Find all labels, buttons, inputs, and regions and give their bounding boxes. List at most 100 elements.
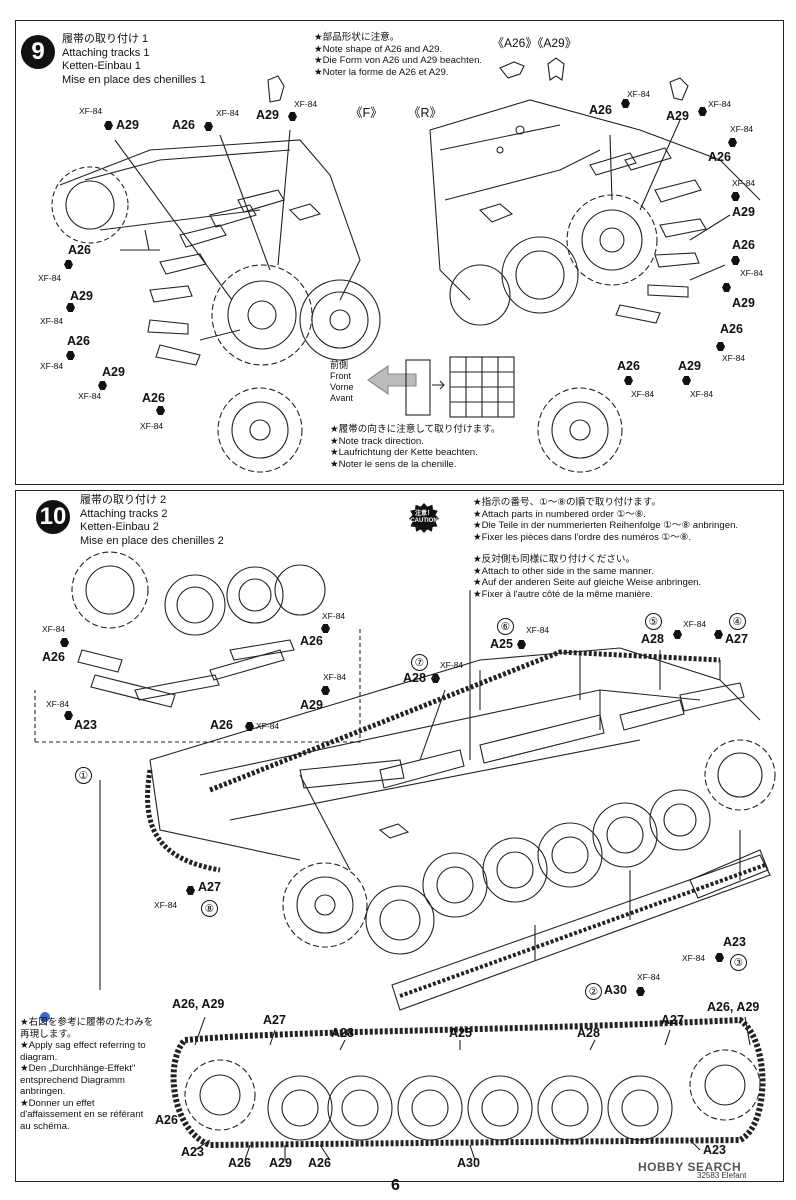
part-label-a26: A26 bbox=[308, 1156, 331, 1170]
paint-hex-icon bbox=[104, 121, 113, 130]
note-line: ★Auf der anderen Seite auf gleiche Weise… bbox=[473, 577, 702, 588]
note-line: ★Die Teile in der nummerierten Reihenfol… bbox=[473, 520, 739, 531]
paint-label: XF-84 bbox=[42, 624, 66, 634]
paint-label: XF-84 bbox=[730, 124, 754, 134]
direction-label: 前側 bbox=[330, 360, 349, 370]
part-label-a29: A29 bbox=[102, 365, 125, 379]
footer-code: 32583 Elefant bbox=[697, 1171, 747, 1180]
part-label-a26: A26 bbox=[68, 243, 91, 257]
note-line: ★Note track direction. bbox=[330, 435, 424, 447]
view-rear-label: 《R》 bbox=[408, 106, 443, 120]
paint-label: XF-84 bbox=[78, 391, 102, 401]
step-9-number: 9 bbox=[21, 35, 55, 69]
part-label-a29: A29 bbox=[70, 289, 93, 303]
note-line: ★Note shape of A26 and A29. bbox=[314, 43, 443, 55]
step-10-titles: 履帯の取り付け 2 Attaching tracks 2 Ketten-Einb… bbox=[80, 494, 224, 548]
paint-label: XF-84 bbox=[708, 99, 732, 109]
paint-label: XF-84 bbox=[140, 421, 164, 431]
note-line: ★Fixer à l'autre côté de la même manière… bbox=[473, 588, 653, 600]
step-9-shape-note: ★部品形状に注意。 ★Note shape of A26 and A29. ★D… bbox=[314, 32, 482, 78]
paint-label: XF-84 bbox=[216, 108, 240, 118]
paint-hex-icon bbox=[156, 406, 165, 415]
order-mark-5: ⑤ bbox=[645, 613, 662, 630]
part-label-a29: A29 bbox=[678, 359, 701, 373]
paint-label: XF-84 bbox=[40, 316, 64, 326]
part-label-a26: A26 bbox=[67, 334, 90, 348]
part-label-a29: A29 bbox=[116, 118, 139, 132]
step-9-panel bbox=[15, 20, 784, 485]
part-label-a26: A26 bbox=[589, 103, 612, 117]
paint-hex-icon bbox=[288, 112, 297, 121]
note-line: ★Attach to other side in the same manner… bbox=[473, 565, 654, 577]
part-label-a29: A29 bbox=[666, 109, 689, 123]
paint-label: XF-84 bbox=[631, 389, 655, 399]
part-label-a26: A26 bbox=[42, 650, 65, 664]
part-label-a28: A28 bbox=[641, 632, 664, 646]
paint-hex-icon bbox=[682, 376, 691, 385]
note-line: ★Die Form von A26 und A29 beachten. bbox=[314, 55, 483, 66]
paint-label: XF-84 bbox=[79, 106, 103, 116]
paint-hex-icon bbox=[186, 886, 195, 895]
part-label-a26: A26 bbox=[300, 634, 323, 648]
paint-hex-icon bbox=[673, 630, 682, 639]
paint-label: XF-84 bbox=[637, 972, 661, 982]
step-10-title-jp: 履帯の取り付け 2 bbox=[80, 494, 167, 506]
paint-label: XF-84 bbox=[323, 672, 347, 682]
note-line: ★Donner un effet d'affaissement en se ré… bbox=[20, 1097, 144, 1132]
sag-effect-note: ★右図を参考に履帯のたわみを再現します。 ★Apply sag effect r… bbox=[20, 1017, 155, 1132]
part-label-a25: A25 bbox=[449, 1026, 472, 1040]
step-9-titles: 履帯の取り付け 1 Attaching tracks 1 Ketten-Einb… bbox=[62, 33, 206, 87]
paint-hex-icon bbox=[624, 376, 633, 385]
paint-label: XF-84 bbox=[256, 721, 280, 731]
step-10-title-en: Attaching tracks 2 bbox=[80, 507, 168, 520]
paint-hex-icon bbox=[66, 351, 75, 360]
order-mark-4: ④ bbox=[729, 613, 746, 630]
paint-label: XF-84 bbox=[627, 89, 651, 99]
note-line: ★Noter le sens de la chenille. bbox=[330, 458, 457, 470]
note-line: ★右図を参考に履帯のたわみを再現します。 bbox=[20, 1017, 154, 1040]
step-10-number: 10 bbox=[36, 500, 70, 534]
note-line: ★反対側も同様に取り付けください。 bbox=[473, 554, 636, 565]
part-label-a27: A27 bbox=[661, 1013, 684, 1027]
paint-label: XF-84 bbox=[732, 178, 756, 188]
step-10-order-note: ★指示の番号、①～⑧の順で取り付けます。 ★Attach parts in nu… bbox=[473, 497, 738, 543]
order-mark-8: ⑧ bbox=[201, 900, 218, 917]
paint-hex-icon bbox=[636, 987, 645, 996]
part-label-a27: A27 bbox=[263, 1013, 286, 1027]
part-label-a26: A26 bbox=[720, 322, 743, 336]
part-label-a23: A23 bbox=[703, 1143, 726, 1157]
order-mark-6: ⑥ bbox=[497, 618, 514, 635]
part-label-a26: A26 bbox=[617, 359, 640, 373]
step-9-title-fr: Mise en place des chenilles 1 bbox=[62, 73, 206, 86]
note-line: ★Fixer les pièces dans l'ordre des numér… bbox=[473, 531, 691, 543]
note-line: ★Den „Durchhänge-Effekt" entsprechend Di… bbox=[20, 1063, 136, 1097]
step-9-title-en: Attaching tracks 1 bbox=[62, 46, 150, 59]
paint-label: XF-84 bbox=[440, 660, 464, 670]
part-label-a29: A29 bbox=[732, 205, 755, 219]
paint-hex-icon bbox=[66, 303, 75, 312]
note-line: ★指示の番号、①～⑧の順で取り付けます。 bbox=[473, 497, 661, 508]
order-mark-3: ③ bbox=[730, 954, 747, 971]
part-label-a30: A30 bbox=[457, 1156, 480, 1170]
step-9-direction-note: ★履帯の向きに注意して取り付けます。 ★Note track direction… bbox=[330, 424, 500, 470]
note-line: ★履帯の向きに注意して取り付けます。 bbox=[330, 424, 501, 435]
step-10-title-fr: Mise en place des chenilles 2 bbox=[80, 534, 224, 547]
note-line: ★Noter la forme de A26 et A29. bbox=[314, 66, 449, 78]
paint-label: XF-84 bbox=[294, 99, 318, 109]
step-10-panel bbox=[15, 490, 784, 1182]
paint-hex-icon bbox=[204, 122, 213, 131]
part-label-a23: A23 bbox=[723, 935, 746, 949]
part-label-a27: A27 bbox=[725, 632, 748, 646]
part-label-a26: A26 bbox=[155, 1113, 178, 1127]
paint-label: XF-84 bbox=[38, 273, 62, 283]
step-9-title-de: Ketten-Einbau 1 bbox=[62, 60, 141, 72]
paint-hex-icon bbox=[716, 342, 725, 351]
part-shape-header: 《A26》《A29》 bbox=[492, 36, 577, 50]
note-line: ★Apply sag effect referring to diagram. bbox=[20, 1040, 146, 1063]
step-9-title-jp: 履帯の取り付け 1 bbox=[62, 33, 149, 45]
part-label-a29: A29 bbox=[300, 698, 323, 712]
direction-label: Front bbox=[330, 371, 352, 381]
paint-hex-icon bbox=[731, 192, 740, 201]
paint-hex-icon bbox=[714, 630, 723, 639]
